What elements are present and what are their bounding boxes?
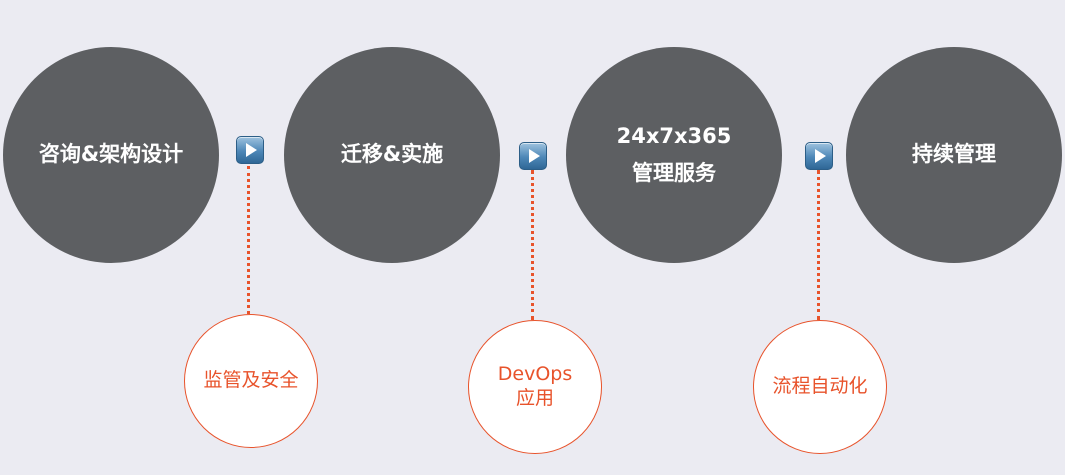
stage-managed-services: 24x7x365 管理服务 — [566, 47, 782, 263]
support-devops-application: DevOps 应用 — [468, 320, 602, 454]
support-label-line1: DevOps — [497, 363, 573, 386]
connector-line — [531, 170, 534, 320]
stage-migration-implementation: 迁移&实施 — [284, 47, 500, 263]
connector-line — [247, 166, 250, 314]
stage-label: 持续管理 — [912, 142, 996, 167]
support-label-line2: 应用 — [515, 387, 554, 409]
play-arrow-icon — [236, 136, 264, 164]
support-monitoring-security: 监管及安全 — [184, 314, 318, 448]
support-process-automation: 流程自动化 — [753, 320, 887, 454]
stage-label-line1: 24x7x365 — [616, 123, 732, 148]
support-label: 监管及安全 — [203, 369, 299, 392]
play-arrow-icon — [519, 142, 547, 170]
stage-label: 迁移&实施 — [340, 142, 444, 167]
stage-consulting-architecture: 咨询&架构设计 — [3, 47, 219, 263]
stage-label: 咨询&架构设计 — [38, 142, 184, 167]
connector-line — [817, 170, 820, 320]
play-arrow-icon — [805, 142, 833, 170]
stage-continuous-management: 持续管理 — [846, 47, 1062, 263]
support-label: 流程自动化 — [772, 375, 868, 398]
stage-label-line2: 管理服务 — [632, 161, 716, 185]
